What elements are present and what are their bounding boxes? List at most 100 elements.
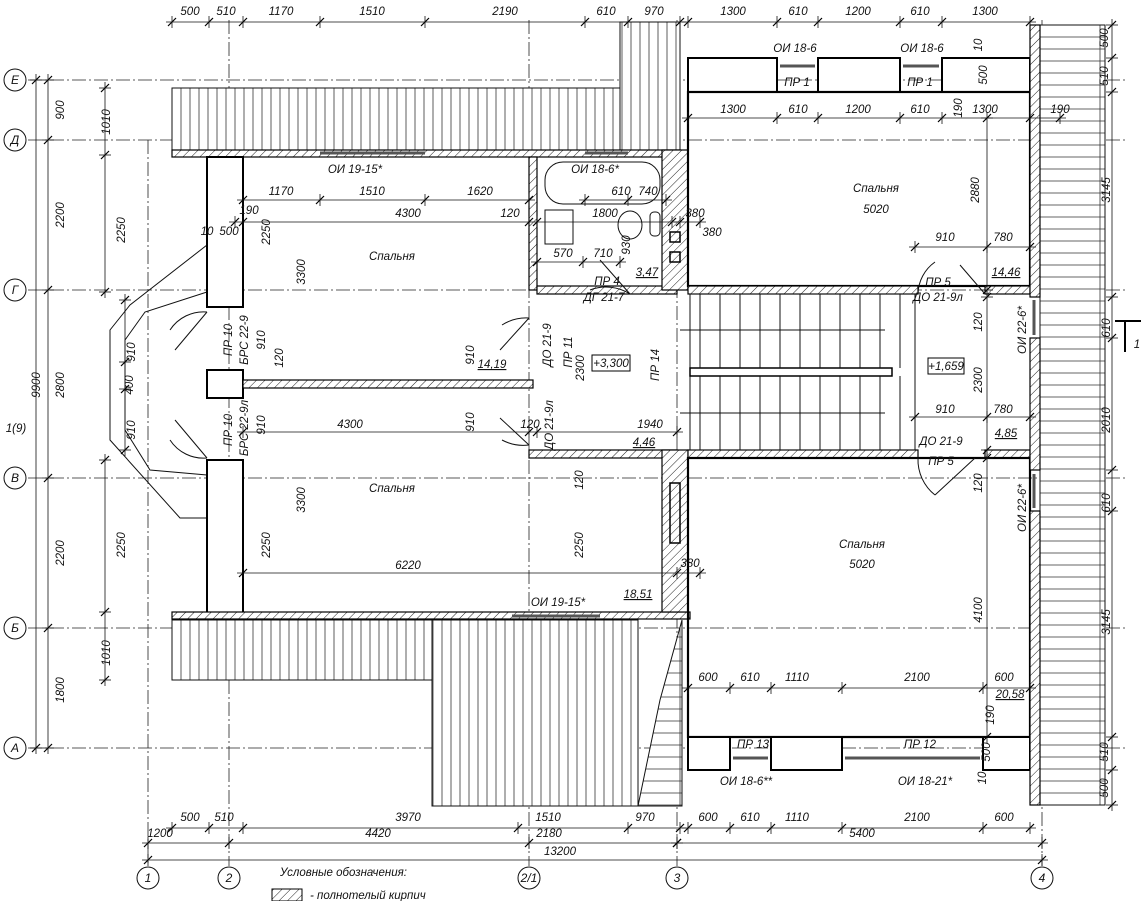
bathroom-label: 3,47 [636, 267, 659, 279]
axis-label: В [11, 471, 19, 485]
bathroom-label: 610 [611, 186, 631, 198]
middle-label: 4300 [337, 419, 363, 431]
axis-label: Д [9, 133, 20, 147]
top-outer-label: 1200 [845, 6, 871, 18]
left-room-top-label: 120 [500, 208, 520, 220]
left-dims-label: 2200 [55, 540, 67, 567]
axis-label: А [10, 741, 19, 755]
right-rooms-label: Спальня [839, 539, 885, 551]
middle-label: ПР 10 [223, 323, 235, 356]
bottom-right-label: 600 [698, 672, 718, 684]
left-dims-label: 910 [126, 420, 138, 440]
right-rooms-label: 4,85 [995, 428, 1018, 440]
bottom-right-label: 10 [977, 771, 989, 784]
top-right-inner-label: 190 [1050, 104, 1070, 116]
bathroom-label: ПР 4 [594, 276, 620, 288]
left-room-bottom-label: 2250 [574, 532, 586, 559]
left-dims-label: 9900 [31, 372, 43, 398]
axis-bubble-row-1: Д [3, 128, 27, 152]
axis-bubble-3: 3 [665, 866, 689, 890]
middle-label: БРС 22-9л [239, 399, 251, 456]
right-rooms-label: 1 [1134, 339, 1140, 351]
top-right-inner-label: 610 [788, 104, 808, 116]
axis-bubble-row-4: Б [3, 616, 27, 640]
left-room-top-label: 500 [219, 226, 239, 238]
bottom-right-label: 20,58 [995, 689, 1025, 701]
axis-label: Е [11, 73, 20, 87]
middle-label: 910 [465, 345, 477, 365]
bottom-right-label: 500 [981, 742, 993, 762]
bottom-left-label: 970 [635, 812, 655, 824]
left-dims-label: 910 [126, 342, 138, 362]
left-room-top-label: 1170 [269, 186, 294, 198]
left-dims-label: 1800 [55, 677, 67, 703]
bottom-right-label: ОИ 18-6** [720, 776, 773, 788]
windows-top-label: ПР 1 [907, 77, 933, 89]
right-rooms-label: 780 [993, 232, 1013, 244]
middle-label: 910 [256, 330, 268, 350]
walls [171, 24, 1041, 806]
left-room-bottom-label: 380 [680, 558, 700, 570]
middle-label: ДО 21-9л [544, 400, 556, 452]
top-outer-label: 1510 [359, 6, 385, 18]
axis-bubble-row-0: Е [3, 68, 27, 92]
axis-label: 4 [1039, 871, 1046, 885]
top-outer-label: 1300 [972, 6, 998, 18]
top-outer-label: 510 [216, 6, 236, 18]
left-dims-label: 1010 [101, 109, 113, 135]
left-dims-label: 2250 [116, 532, 128, 559]
left-room-bottom-label: Спальня [369, 483, 415, 495]
section-mark [1115, 320, 1141, 352]
left-room-top-label: Спальня [369, 251, 415, 263]
right-rooms-label: ОИ 22-6* [1017, 484, 1029, 532]
windows-top-label: ОИ 18-6 [900, 43, 944, 55]
top-outer-label: 1170 [269, 6, 294, 18]
left-room-bottom-label: 120 [574, 470, 586, 490]
right-rooms-label: 120 [973, 473, 985, 493]
bottom-right-label: ОИ 18-21* [898, 776, 953, 788]
bottom-right-label: ПР 12 [904, 739, 937, 751]
top-right-inner-label: 610 [910, 104, 930, 116]
left-room-bottom-label: 6220 [395, 560, 421, 572]
top-right-inner-label: 500 [978, 65, 990, 85]
bathroom-label: 930 [621, 235, 633, 255]
dimension-lines [30, 16, 1118, 866]
axis-bubble-1: 1 [136, 866, 160, 890]
left-room-bottom-label: 3300 [296, 487, 308, 513]
top-outer-label: 970 [644, 6, 664, 18]
legend: Условные обозначения: - полнотелый кирпи… [271, 867, 426, 901]
left-room-top-label: 1620 [467, 186, 493, 198]
middle-label: ПР 11 [563, 336, 575, 367]
right-rooms-label: 910 [935, 404, 955, 416]
left-dims-label: 400 [124, 375, 136, 395]
top-outer-label: 500 [180, 6, 200, 18]
legend-title: Условные обозначения: [279, 867, 407, 879]
bathroom-label: 1800 [592, 208, 618, 220]
axis-bubble-2-1: 2/1 [517, 866, 541, 890]
top-outer-label: 610 [788, 6, 808, 18]
bottom-right-label: 510 [1099, 742, 1111, 762]
right-rooms-label: Спальня [853, 183, 899, 195]
axis-label: 1 [145, 871, 152, 885]
right-rooms-label: ОИ 22-6* [1017, 306, 1029, 354]
middle-label: 910 [465, 412, 477, 432]
bottom-right-label: 600 [698, 812, 718, 824]
axis-bubble-2: 2 [217, 866, 241, 890]
bottom-right-label: 610 [740, 672, 760, 684]
left-room-top-label: 190 [239, 205, 259, 217]
middle-label: 120 [520, 419, 540, 431]
axis-label: Б [11, 621, 19, 635]
axis-bubble-row-5: А [3, 736, 27, 760]
middle-label: ДО 21-9 [542, 323, 554, 369]
doors [499, 259, 986, 496]
top-right-inner-label: 1300 [720, 104, 746, 116]
windows-top-label: ПР 1 [784, 77, 810, 89]
top-right-inner-label: 10 [973, 38, 985, 51]
middle-label: 4,46 [633, 437, 656, 449]
balconies [171, 21, 1106, 807]
bottom-left-label: 2180 [535, 828, 562, 840]
bottom-right-label: 190 [985, 705, 997, 725]
left-room-top-label: 10 [201, 226, 214, 238]
